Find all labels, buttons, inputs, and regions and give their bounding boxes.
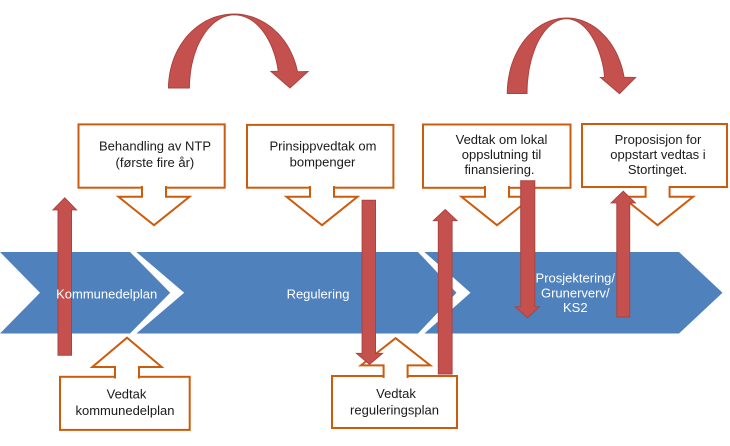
svg-text:Regulering: Regulering [287,286,350,301]
svg-text:kommunedelplan: kommunedelplan [75,403,174,418]
svg-text:Stortinget.: Stortinget. [628,162,687,177]
svg-text:Kommunedelplan: Kommunedelplan [56,286,157,301]
svg-text:KS2: KS2 [563,300,588,315]
svg-text:reguleringsplan: reguleringsplan [350,402,439,417]
svg-text:Behandling av NTP: Behandling av NTP [99,138,211,153]
svg-text:Grunerverv/: Grunerverv/ [541,285,610,300]
svg-text:oppslutning til: oppslutning til [462,147,542,162]
svg-text:Prosjektering/: Prosjektering/ [536,271,616,286]
svg-text:Vedtak om lokal: Vedtak om lokal [456,132,548,147]
svg-text:Vedtak: Vedtak [107,386,147,401]
svg-text:oppstart vedtas i: oppstart vedtas i [610,147,705,162]
svg-text:Vedtak: Vedtak [376,386,416,401]
svg-text:Proposisjon for: Proposisjon for [615,132,702,147]
svg-text:(første fire år): (første fire år) [116,155,195,170]
svg-text:finansiering.: finansiering. [464,162,534,177]
svg-text:Prinsippvedtak om: Prinsippvedtak om [270,138,377,153]
svg-text:bompenger: bompenger [290,155,356,170]
